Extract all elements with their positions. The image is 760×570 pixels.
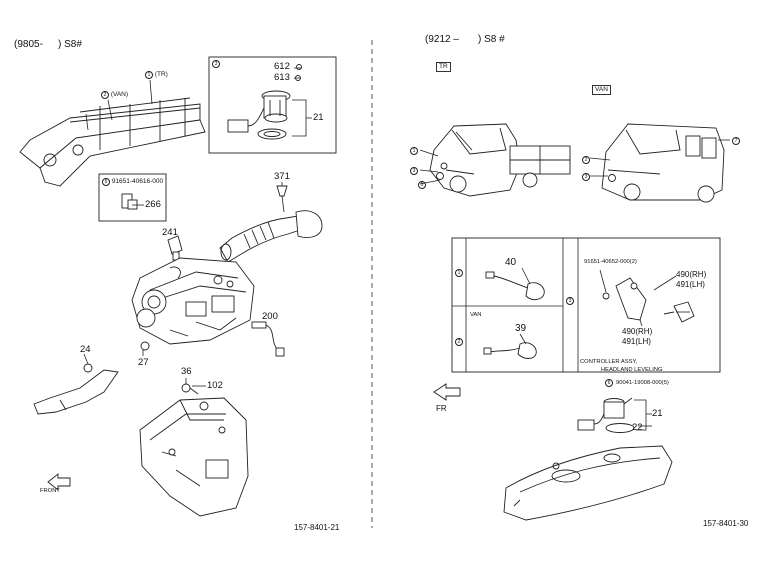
frame-van-callout: 2 (VAN) [101, 90, 128, 100]
part-24-label: 24 [80, 344, 91, 355]
part-371-label: 371 [274, 171, 290, 182]
van-callout-2: 2 [582, 155, 590, 165]
part-27 [140, 341, 150, 356]
part-490rh-label: 490(RH) [676, 270, 707, 279]
right-header-model: ) S8 # [478, 34, 505, 45]
right-page-code: 157-8401-30 [703, 519, 749, 528]
van-body [601, 123, 725, 203]
leveling-part-no: 91651-40652-000(2) [584, 259, 637, 265]
van-callout-3: 3 [582, 172, 590, 182]
left-page-code: 157-8401-21 [294, 523, 340, 532]
part-36-102 [181, 378, 206, 395]
headlamp-detail-table [451, 237, 721, 373]
oxygen-sensor [251, 321, 285, 357]
callout-1-icon: 1 [455, 269, 463, 277]
callout-5-icon: 5 [418, 181, 426, 189]
chassis-frame [19, 79, 206, 187]
row2-callout: 2 [455, 337, 463, 347]
callout-2-icon: 2 [101, 91, 109, 99]
part-613-label: 613 [274, 72, 290, 83]
tank-part-no: 90041-19008-000(5) [616, 380, 669, 386]
fuel-pump-assembly [227, 64, 312, 140]
left-header-model: ) S8# [58, 39, 82, 50]
van-callout-7: 7 [732, 136, 740, 146]
callout-2-icon: 2 [455, 338, 463, 346]
part-612-label: 612 [274, 61, 290, 72]
part-491lh-label-2: 491(LH) [622, 337, 651, 346]
frame-tr-tag: (TR) [154, 71, 168, 78]
row1-callout: 1 [455, 268, 463, 278]
part-36-label: 36 [181, 366, 192, 377]
fuel-pump-detail-box [208, 56, 337, 154]
part-200-label: 200 [262, 311, 278, 322]
transmission [139, 397, 249, 517]
headlamp-bulb-39 [483, 342, 537, 359]
callout-6-icon: 6 [605, 379, 613, 387]
part-40-label: 40 [505, 257, 517, 268]
fr-label: FR [436, 404, 447, 413]
row3-callout: 3 [566, 296, 574, 306]
truck-callout-3: 3 [410, 166, 418, 176]
sensor-box-callout: 6 91651-40616-000 [102, 177, 163, 187]
sensor-241 [167, 235, 183, 261]
callout-1-icon: 1 [145, 71, 153, 79]
part-27-label: 27 [138, 357, 149, 368]
leader-lines [419, 139, 730, 427]
part-241-label: 241 [162, 227, 178, 238]
van-badge: VAN [592, 85, 611, 95]
truck-callout-5: 5 [418, 180, 426, 190]
part-39-label: 39 [515, 323, 527, 334]
part-22-label: 22 [632, 422, 643, 433]
tank-part-callout: 6 [605, 378, 613, 388]
callout-2-icon: 2 [582, 156, 590, 164]
controller-line1: CONTROLLER ASSY, [580, 359, 638, 365]
callout-3-icon: 3 [566, 297, 574, 305]
fuel-filler-pipe [33, 353, 119, 415]
front-label: FRONT [40, 488, 60, 494]
fr-arrow [433, 383, 461, 401]
part-490rh-label-2: 490(RH) [622, 327, 653, 336]
sensor-detail-box [98, 173, 167, 222]
callout-3-icon: 3 [410, 167, 418, 175]
frame-van-tag: (VAN) [110, 91, 129, 98]
front-arrow [47, 473, 71, 491]
fuel-pump-box-callout: 3 [212, 59, 220, 69]
headlamp-bulb-40 [485, 271, 545, 301]
part-21-label-right: 21 [652, 408, 663, 419]
van-row-label: VAN [470, 312, 482, 318]
truck-callout-1: 1 [410, 146, 418, 156]
callout-3-icon: 3 [212, 60, 220, 68]
tr-badge: TR [436, 62, 451, 72]
fuel-tank [503, 445, 673, 521]
callout-7-icon: 7 [732, 137, 740, 145]
air-intake-hose [219, 182, 323, 263]
controller-line2: HEADLAND LEVELING [601, 367, 663, 373]
pickup-truck-cab [429, 123, 571, 197]
callout-3-icon: 3 [582, 173, 590, 181]
left-header-code: (9805- [14, 39, 43, 50]
fuel-pump-tank-unit [577, 397, 652, 433]
part-102-label: 102 [207, 380, 223, 391]
engine-block [131, 257, 255, 345]
frame-tr-callout: 1 (TR) [145, 70, 168, 80]
callout-6-icon: 6 [102, 178, 110, 186]
part-491lh-label: 491(LH) [676, 280, 705, 289]
callout-1-icon: 1 [410, 147, 418, 155]
part-21-label: 21 [313, 112, 324, 123]
sensor-box-part-no: 91651-40616-000 [111, 178, 164, 185]
sensor-connector [121, 193, 144, 210]
part-266-label: 266 [145, 199, 161, 210]
right-header-code: (9212 – [425, 34, 459, 45]
